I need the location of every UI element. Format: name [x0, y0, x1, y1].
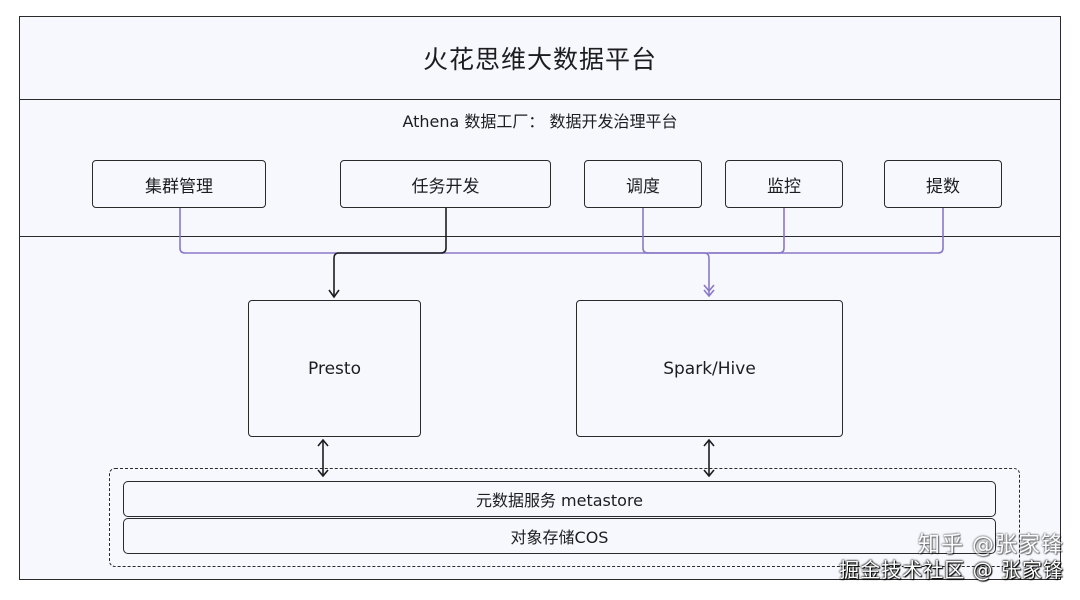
layer-cos: 对象存储COS	[123, 518, 996, 554]
watermark-line2: 掘金技术社区 @ 张家锋	[839, 558, 1064, 582]
module-monitoring: 监控	[725, 160, 843, 208]
storage-group	[109, 468, 1020, 567]
platform-title: 火花思维大数据平台	[20, 17, 1060, 100]
layer-metastore: 元数据服务 metastore	[123, 481, 996, 517]
module-scheduling: 调度	[584, 160, 702, 208]
module-cluster-management: 集群管理	[92, 160, 266, 208]
module-task-development: 任务开发	[340, 160, 551, 208]
watermark: 知乎 @张家锋 掘金技术社区 @ 张家锋	[839, 533, 1064, 583]
athena-title: Athena 数据工厂： 数据开发治理平台	[402, 112, 678, 131]
watermark-line1: 知乎 @张家锋	[918, 533, 1064, 558]
engine-presto: Presto	[248, 300, 421, 437]
engine-spark-hive: Spark/Hive	[576, 300, 843, 437]
module-data-extraction: 提数	[884, 160, 1002, 208]
